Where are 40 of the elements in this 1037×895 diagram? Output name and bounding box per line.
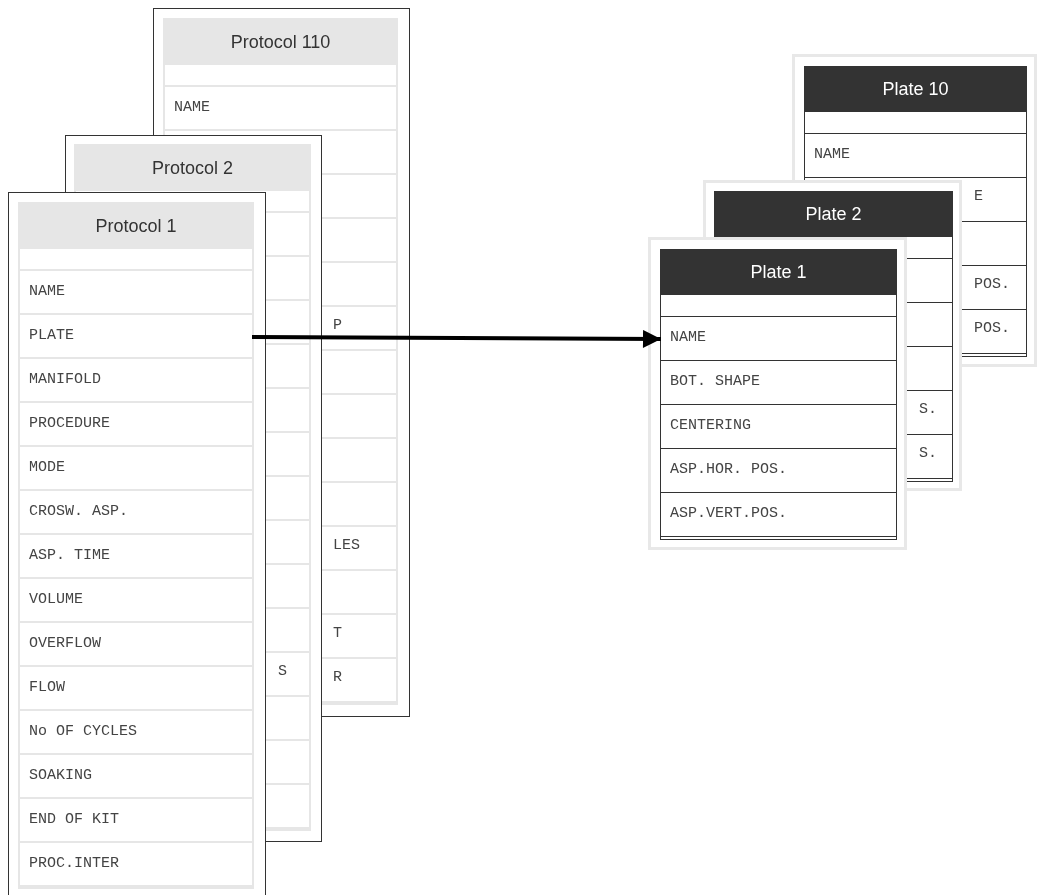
- field-label: POS.: [974, 275, 1010, 295]
- field-row: PLATE: [20, 315, 252, 359]
- field-label: E: [974, 187, 983, 207]
- card-header: Protocol 110: [165, 20, 396, 65]
- card-header: Protocol 1: [94, 215, 178, 238]
- field-row: CENTERING: [661, 405, 896, 449]
- field-label: S.: [919, 444, 937, 464]
- field-label: LES: [333, 536, 360, 556]
- field-row: PROC.INTER: [20, 843, 252, 887]
- field-row: MODE: [20, 447, 252, 491]
- plate-card: [648, 237, 907, 550]
- field-row: ASP.VERT.POS.: [661, 493, 896, 537]
- protocol-card: [8, 192, 266, 895]
- arrow: [252, 329, 661, 348]
- field-row: No OF CYCLES: [20, 711, 252, 755]
- field-row: NAME: [805, 134, 1026, 178]
- field-row: ASP. TIME: [20, 535, 252, 579]
- field-row: PROCEDURE: [20, 403, 252, 447]
- field-row: OVERFLOW: [20, 623, 252, 667]
- field-row: MANIFOLD: [20, 359, 252, 403]
- field-row: CROSW. ASP.: [20, 491, 252, 535]
- field-label: S.: [919, 400, 937, 420]
- field-row: NAME: [165, 87, 396, 131]
- field-row: SOAKING: [20, 755, 252, 799]
- card-header: Plate 2: [715, 192, 952, 237]
- field-row: VOLUME: [20, 579, 252, 623]
- field-label: S: [278, 662, 287, 682]
- field-label: POS.: [974, 319, 1010, 339]
- field-row: NAME: [661, 317, 896, 361]
- field-label: T: [333, 624, 342, 644]
- card-header: Plate 10: [805, 67, 1026, 112]
- card-header: Plate 1: [749, 261, 808, 284]
- field-row: FLOW: [20, 667, 252, 711]
- field-label: P: [333, 316, 342, 336]
- field-row: ASP.HOR. POS.: [661, 449, 896, 493]
- card-header: Protocol 2: [76, 146, 309, 191]
- field-row: NAME: [20, 271, 252, 315]
- field-row: END OF KIT: [20, 799, 252, 843]
- field-label: R: [333, 668, 342, 688]
- field-row: BOT. SHAPE: [661, 361, 896, 405]
